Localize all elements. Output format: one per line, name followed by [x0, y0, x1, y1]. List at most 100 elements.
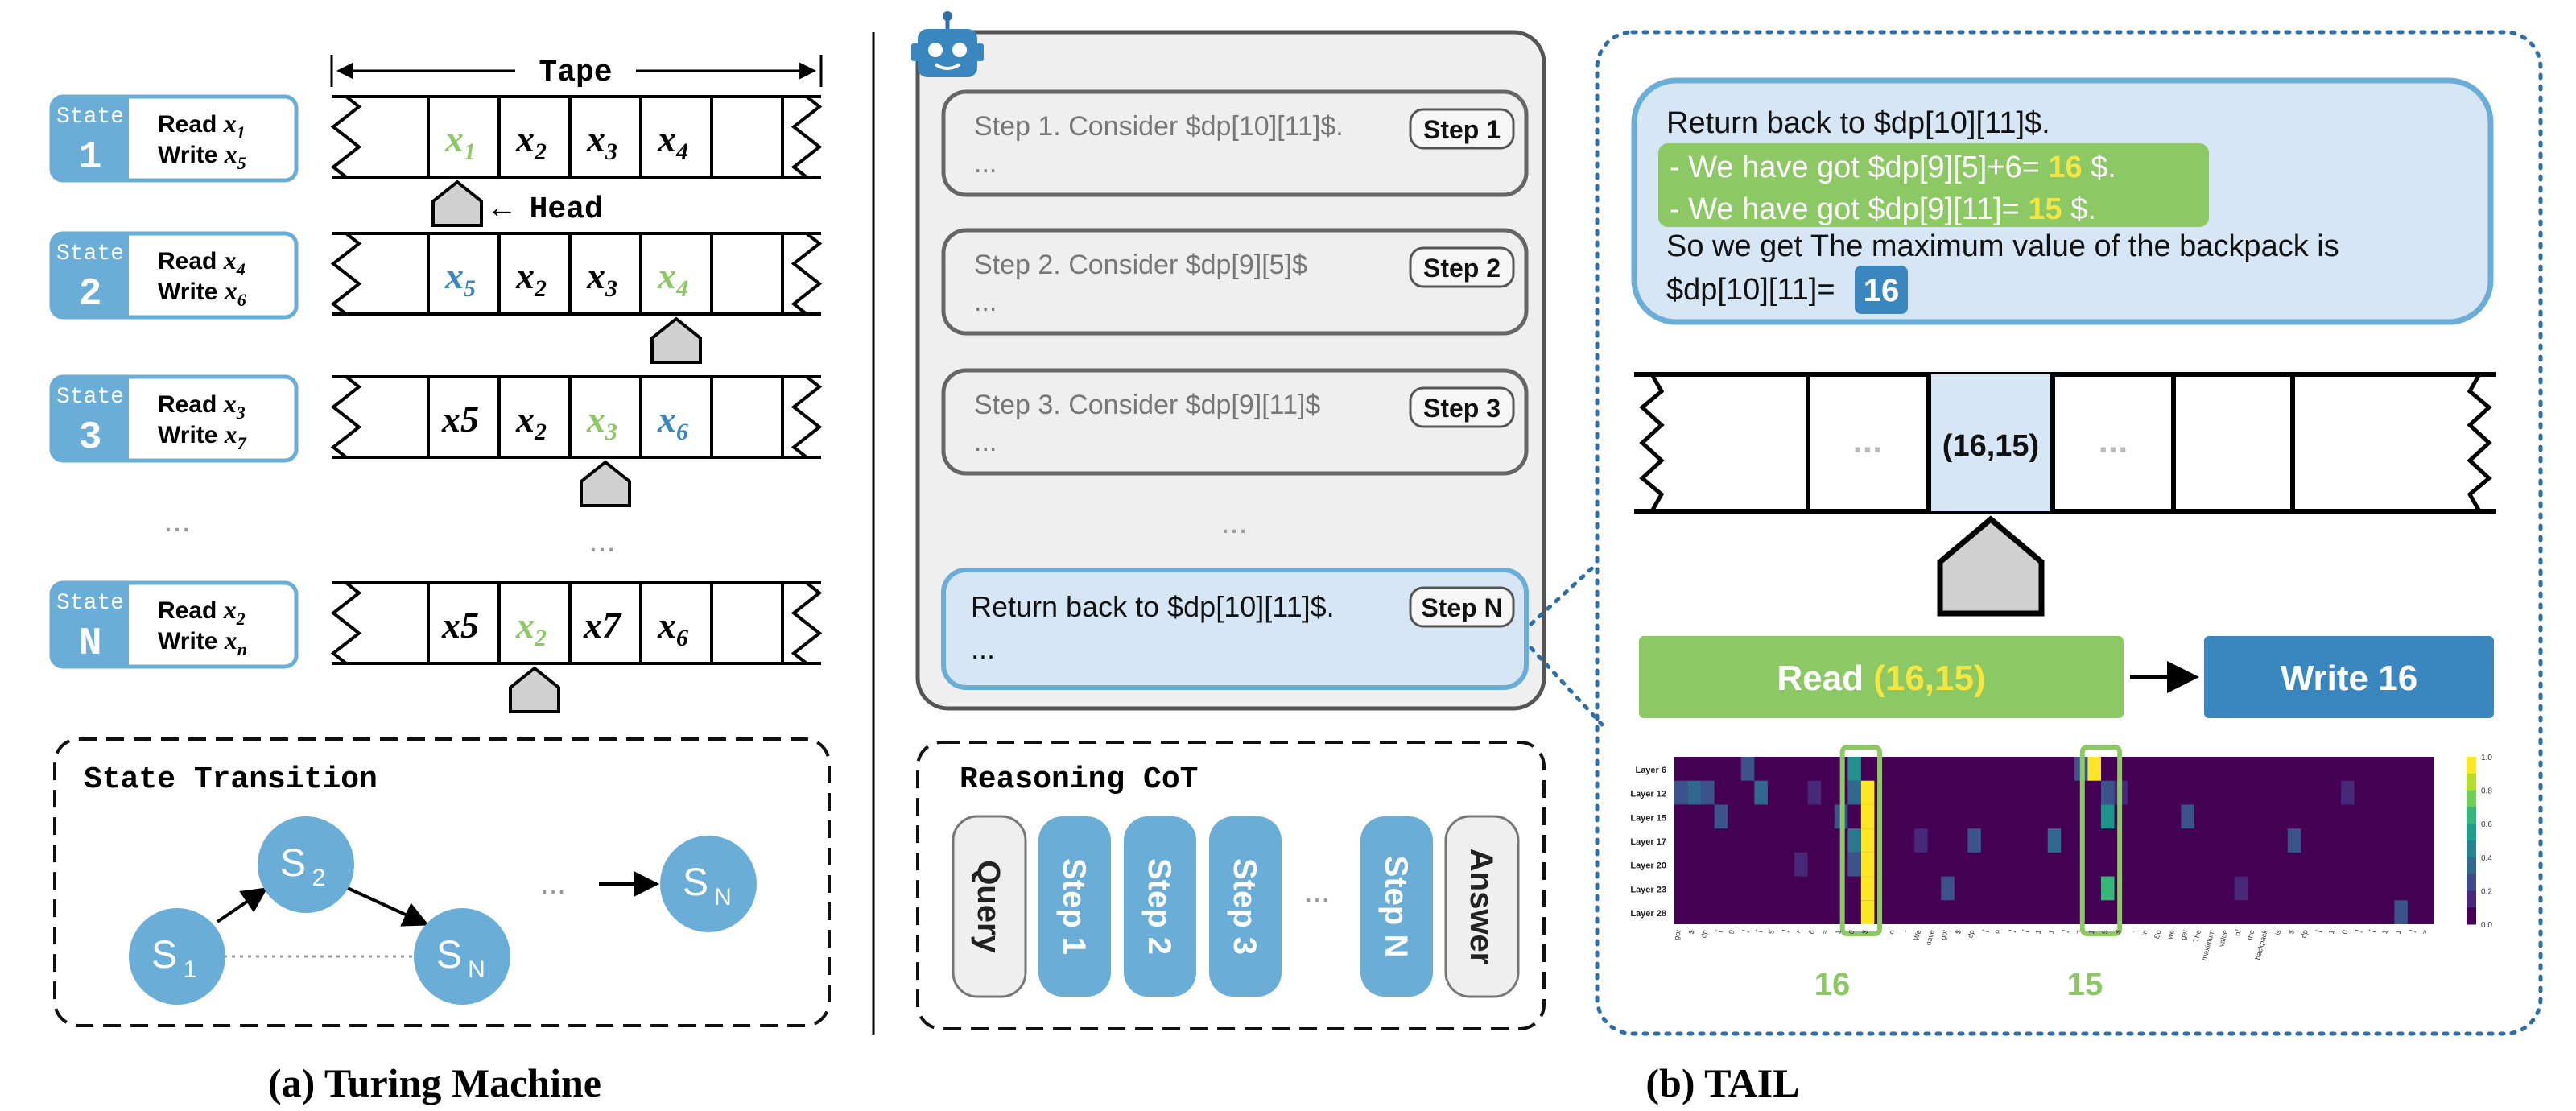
state-ellipsis: ... — [163, 503, 190, 539]
step-n-more: ... — [971, 632, 995, 665]
tape-cell: x2 — [515, 399, 547, 445]
step-text: Step 1. Consider $dp[10][11]$. — [974, 111, 1344, 142]
token-label: ] — [2408, 929, 2416, 933]
answer-badge-value: 16 — [1864, 273, 1900, 308]
token-label: $ — [2114, 929, 2123, 935]
tape-cell: x5 — [441, 605, 479, 646]
token-label: ] — [1781, 929, 1789, 933]
step-more: ... — [974, 148, 997, 179]
cot-item-label: Step N — [1378, 856, 1414, 958]
step-tag-label: Step 3 — [1423, 394, 1501, 423]
head-icon — [650, 316, 702, 364]
write-box — [2204, 636, 2494, 718]
step-more: ... — [974, 427, 997, 457]
step-n-text: Return back to $dp[10][11]$. — [971, 590, 1335, 623]
cot-item-label: Answer — [1463, 849, 1499, 965]
tape-cell: x3 — [586, 118, 617, 165]
layer-label: Layer 28 — [1630, 909, 1666, 919]
state-write: Write xn — [158, 626, 247, 659]
token-label: [ — [2314, 928, 2322, 932]
tape-cell: x4 — [657, 118, 688, 165]
token-label: maximum — [2200, 929, 2216, 961]
step-tag — [1409, 246, 1515, 288]
caption-tail: (b) TAIL — [1645, 1060, 1799, 1105]
token-label: 1 — [2033, 929, 2042, 935]
highlight-box-16 — [1839, 745, 1883, 936]
state-write: Write x5 — [158, 139, 246, 173]
token-label: = — [2074, 929, 2083, 935]
token-label: 1 — [2087, 929, 2096, 935]
token-label: [ — [1981, 928, 1989, 932]
tail-tape-cell: (16,15) — [1942, 429, 2039, 463]
svg-text:S: S — [436, 934, 462, 977]
tail-head-icon — [1937, 515, 2045, 617]
caption-turing: (a) Turing Machine — [268, 1060, 601, 1105]
tail-bubble: Return back to $dp[10][11]$. - We have g… — [1631, 77, 2494, 325]
token-label: $ — [1687, 929, 1696, 935]
step-more: ... — [974, 287, 997, 317]
token-label: \n — [2140, 929, 2149, 937]
step-tag-label: Step 1 — [1423, 115, 1501, 144]
bubble-line2: - We have got $dp[9][5]+6= 16 $. — [1670, 151, 2116, 184]
cot-item: Step 2 — [1124, 816, 1196, 997]
tape-cell: x1 — [444, 118, 476, 165]
token-label: We — [1912, 929, 1922, 941]
tape-cell: x2 — [515, 118, 547, 165]
token-label: 1 — [2394, 929, 2403, 935]
token-label: - — [1901, 929, 1909, 933]
tape-cell: x5 — [441, 399, 479, 440]
token-label: 5 — [2100, 929, 2109, 935]
state-write: Write x6 — [158, 276, 246, 310]
state-label: State — [56, 242, 124, 266]
layer-label: Layer 23 — [1630, 885, 1666, 894]
node-sn-left: S N — [414, 908, 510, 1005]
tape-header: Tape — [330, 55, 823, 90]
cot-item: Answer — [1444, 815, 1520, 998]
token-label: value — [2217, 929, 2229, 948]
bubble-line4: So we get The maximum value of the backp… — [1666, 229, 2339, 263]
tape-cell: x6 — [657, 605, 688, 651]
token-label: backpack — [2253, 928, 2269, 960]
layer-label: Layer 12 — [1630, 790, 1666, 799]
token-label: we — [2165, 929, 2176, 941]
token-label: dp — [1966, 929, 1975, 939]
token-label: get — [2179, 928, 2190, 940]
state-label: State — [56, 105, 124, 130]
answer-badge — [1855, 266, 1908, 314]
state-read: Read x1 — [158, 109, 246, 142]
token-label: ] — [2355, 929, 2363, 933]
colorbar-tick: 1.0 — [2481, 754, 2492, 762]
bubble-line5: $dp[10][11]= — [1666, 273, 1835, 307]
read-write-row: Read (16,15) Write 16 — [1639, 636, 2494, 718]
tape-ellipsis: ... — [588, 523, 615, 559]
token-label: . — [2128, 929, 2136, 933]
state-transition-box: State Transition ... S 1 S 2 S N — [53, 737, 831, 1027]
cot-title: Reasoning CoT — [960, 762, 1198, 797]
token-label: = — [1820, 929, 1829, 935]
token-label: dp — [1699, 929, 1709, 939]
tape-cell: x6 — [657, 399, 688, 445]
token-label: 1 — [2047, 929, 2056, 935]
step-text: Step 3. Consider $dp[9][11]$ — [974, 390, 1320, 420]
bubble-line1: Return back to $dp[10][11]$. — [1666, 106, 2050, 140]
token-label: 1 — [1834, 929, 1843, 935]
token-label: of — [2233, 928, 2243, 936]
token-label: $ — [1860, 929, 1869, 935]
token-label: 6 — [1807, 929, 1816, 935]
token-label: is — [2273, 928, 2282, 935]
token-label: 5 — [1767, 929, 1776, 935]
cot-item-label: Query — [971, 860, 1006, 953]
token-label: $ — [2287, 929, 2296, 935]
token-label: the — [2245, 929, 2256, 941]
step-box-1: Step 1. Consider $dp[10][11]$.... Step 1 — [941, 89, 1529, 197]
step-tag — [1409, 386, 1515, 428]
layer-label: Layer 15 — [1630, 813, 1666, 823]
token-label: 0 — [2340, 929, 2349, 935]
colorbar-tick: 0.0 — [2481, 921, 2492, 930]
